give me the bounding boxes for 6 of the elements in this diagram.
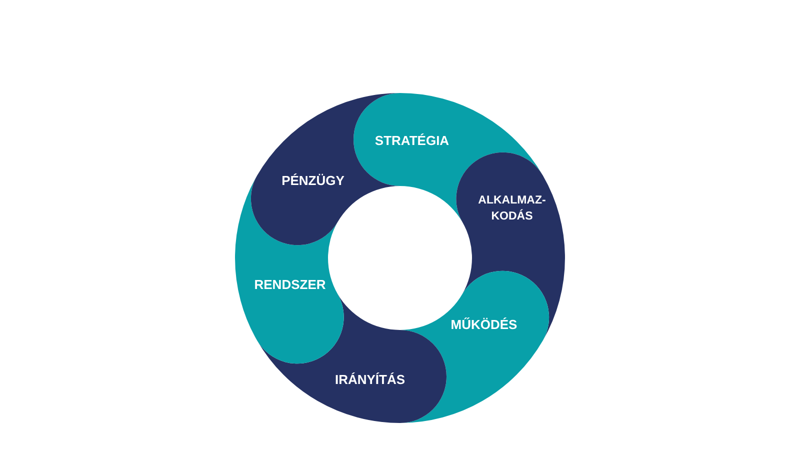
- segment-label: ALKALMAZ- KODÁS: [477, 193, 547, 224]
- segment-label: PÉNZÜGY: [282, 172, 344, 190]
- segment-label: MŰKÖDÉS: [450, 316, 518, 334]
- segment-label: STRATÉGIA: [374, 132, 450, 150]
- segment-label: RENDSZER: [254, 276, 326, 294]
- segment-label: IRÁNYÍTÁS: [334, 371, 406, 389]
